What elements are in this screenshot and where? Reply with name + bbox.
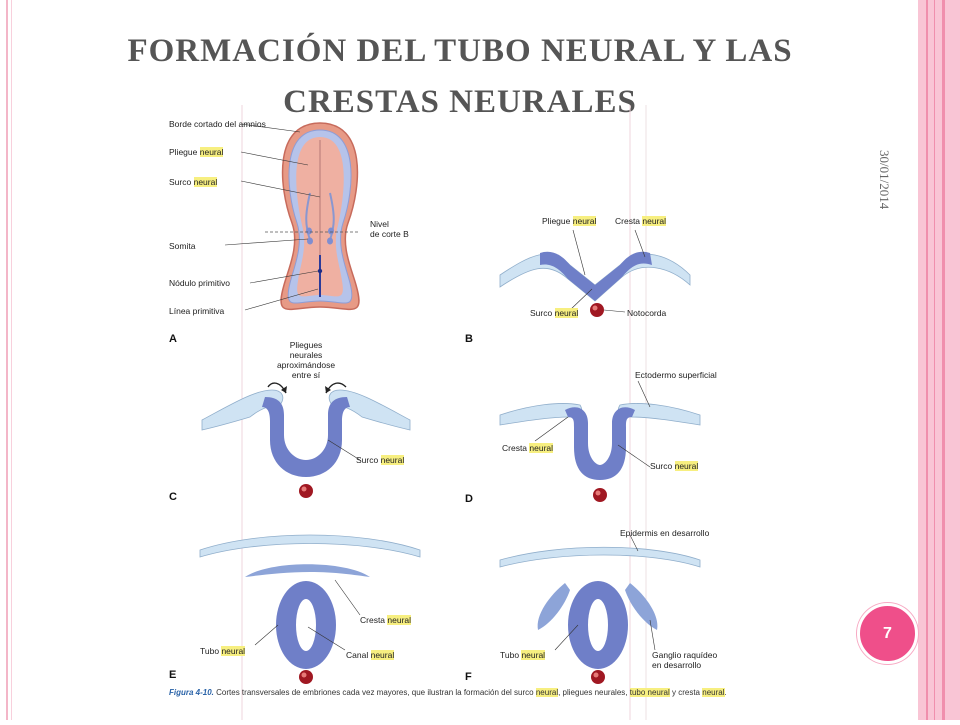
label-tubo-neural-f: Tubo neural (500, 650, 546, 660)
panel-letter-b: B (465, 333, 473, 345)
band-line (942, 0, 945, 720)
slide-date: 30/01/2014 (877, 150, 910, 240)
slide-title: FORMACIÓN DEL TUBO NEURAL Y LAS CRESTAS … (127, 33, 793, 120)
embryo-dorsal-view (224, 122, 360, 311)
label-notocorda: Notocorda (627, 308, 667, 318)
date-text: 30/01/2014 (877, 150, 892, 210)
panel-letter-d: D (465, 493, 473, 505)
label-tubo-neural-e: Tubo neural (200, 646, 246, 656)
right-decorative-band (918, 0, 960, 720)
panel-letter-a: A (169, 333, 177, 345)
left-decorative-rule-thin (11, 0, 12, 720)
label-cresta-neural-d: Cresta neural (502, 443, 554, 453)
label-borde-cortado: Borde cortado del amnios (169, 119, 266, 129)
label-canal-neural: Canal neural (346, 650, 395, 660)
panel-letter-f: F (465, 671, 472, 683)
label-surco-neural-b: Surco neural (530, 308, 579, 318)
label-surco-neural-a: Surco neural (169, 177, 218, 187)
page-number-badge: 7 (857, 603, 918, 664)
neural-tube-figure: Borde cortado del amnios Pliegue neural … (160, 105, 740, 720)
label-pliegue-neural-b: Pliegue neural (542, 216, 597, 226)
label-linea-primitiva: Línea primitiva (169, 306, 225, 316)
label-surco-neural-d: Surco neural (650, 461, 699, 471)
left-decorative-rule (6, 0, 8, 720)
section-f (499, 534, 701, 684)
section-b (499, 229, 691, 317)
figure-drawing (199, 105, 701, 720)
band-line (934, 0, 935, 720)
section-c (201, 382, 411, 498)
section-e (199, 534, 421, 684)
label-epidermis-desarrollo: Epidermis en desarrollo (620, 528, 710, 538)
label-nodulo-primitivo: Nódulo primitivo (169, 278, 230, 288)
label-cresta-neural-b: Cresta neural (615, 216, 667, 226)
label-pliegue-neural-a: Pliegue neural (169, 147, 224, 157)
panel-letter-e: E (169, 669, 177, 681)
section-d (499, 380, 701, 502)
figure-caption: Figura 4-10. Cortes transversales de emb… (169, 688, 727, 697)
label-somita: Somita (169, 241, 196, 251)
label-ectodermo-superficial: Ectodermo superficial (635, 370, 717, 380)
label-surco-neural-c: Surco neural (356, 455, 405, 465)
band-line (926, 0, 928, 720)
label-cresta-neural-e: Cresta neural (360, 615, 412, 625)
panel-letter-c: C (169, 491, 177, 503)
